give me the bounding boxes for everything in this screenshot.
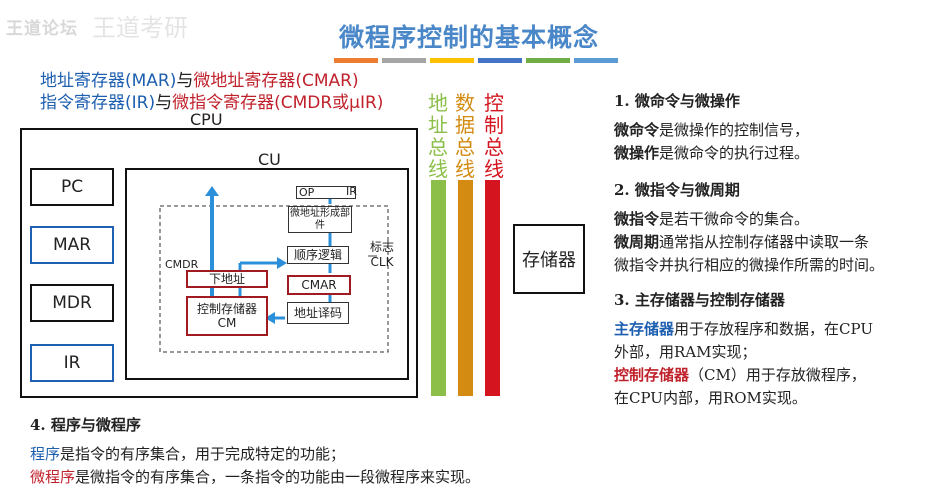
cmar-register: CMAR xyxy=(287,275,351,295)
arrow-head xyxy=(265,312,275,324)
cpu-label: CPU xyxy=(190,110,223,129)
arrow-head xyxy=(277,257,287,269)
mapping-line-1: 地址寄存器(MAR)与微地址寄存器(CMAR) xyxy=(40,70,383,92)
clk-label: CLK xyxy=(370,255,394,269)
title-accent-bars xyxy=(334,58,618,63)
text-fragment: 是微操作的控制信号， xyxy=(659,121,810,139)
right-explanation-panel: 1. 微命令与微操作 微命令是微操作的控制信号， 微操作是微命令的执行过程。 2… xyxy=(614,90,934,410)
term-main-memory: 主存储器 xyxy=(614,320,675,338)
section-1-line-2: 微操作是微命令的执行过程。 xyxy=(614,142,934,165)
section-2-line-2: 微周期通常指从控制存储器中读取一条 xyxy=(614,231,934,254)
text-fragment: 是微指令的有序集合，一条指令的功能由一段微程序来实现。 xyxy=(75,468,481,486)
control-bus-label: 控制总线 xyxy=(484,91,504,181)
section-2-line-3: 微指令并执行相应的微操作所需的时间。 xyxy=(614,256,885,274)
watermark-calligraphy: 王道考研 xyxy=(92,14,188,42)
text-fragment: 是若干微命令的集合。 xyxy=(659,210,810,228)
flag-clk-inputs: 标志 CLK xyxy=(370,240,394,270)
address-decoder: 地址译码 xyxy=(287,302,349,324)
data-bus xyxy=(458,180,473,396)
term-control-store: 控制存储器 xyxy=(614,366,690,384)
section-4-title: 4. 程序与微程序 xyxy=(30,416,141,434)
data-bus-label: 数据总线 xyxy=(455,91,475,181)
section-2-title: 2. 微指令与微周期 xyxy=(614,181,740,199)
mapping-and: 与 xyxy=(176,71,194,91)
control-bus xyxy=(485,180,500,396)
address-bus-label: 地址总线 xyxy=(428,91,448,181)
bottom-explanation: 4. 程序与微程序 程序是指令的有序集合，用于完成特定的功能； 微程序是微指令的… xyxy=(30,414,630,489)
section-3-line-2: 外部，用RAM实现； xyxy=(614,343,757,361)
op-label: OP xyxy=(299,185,315,199)
section-2-line-1: 微指令是若干微命令的集合。 xyxy=(614,208,934,231)
micro-address-unit: 微地址形成部件 xyxy=(288,206,352,233)
section-3-title: 3. 主存储器与控制存储器 xyxy=(614,291,785,309)
mapping-mar: 地址寄存器(MAR) xyxy=(40,71,177,91)
ir-op-field: OP xyxy=(296,186,356,199)
section-4-line-2: 微程序是微指令的有序集合，一条指令的功能由一段微程序来实现。 xyxy=(30,466,630,489)
next-address-field: 下地址 xyxy=(186,270,268,288)
mapping-cmar: 微地址寄存器(CMAR) xyxy=(193,71,359,91)
term-micro-operation: 微操作 xyxy=(614,144,660,162)
accent-bar xyxy=(430,58,474,63)
mapping-and: 与 xyxy=(155,93,173,113)
watermark-logo: 王道论坛 xyxy=(6,19,78,39)
mapping-cmdr: 微指令寄存器(CMDR或μIR) xyxy=(172,93,384,113)
text-fragment: 是微命令的执行过程。 xyxy=(659,144,810,162)
accent-bar xyxy=(334,58,378,63)
arrow-head xyxy=(205,186,219,196)
microcontrol-boundary xyxy=(159,205,389,353)
section-3-line-4: 在CPU内部，用ROM实现。 xyxy=(614,389,807,407)
sequence-logic: 顺序逻辑 xyxy=(287,246,349,264)
text-fragment: 是指令的有序集合，用于完成特定的功能； xyxy=(60,445,346,463)
accent-bar xyxy=(574,58,618,63)
term-micro-cycle: 微周期 xyxy=(614,233,660,251)
term-micro-command: 微命令 xyxy=(614,121,660,139)
section-1-line-1: 微命令是微操作的控制信号， xyxy=(614,119,934,142)
text-fragment: 用于存放程序和数据，在CPU xyxy=(674,320,873,338)
register-ir: IR xyxy=(30,344,114,382)
register-mapping: 地址寄存器(MAR)与微地址寄存器(CMAR) 指令寄存器(IR)与微指令寄存器… xyxy=(40,70,383,114)
main-memory: 存储器 xyxy=(513,224,585,294)
cmdr-label: CMDR xyxy=(165,258,199,271)
register-mdr: MDR xyxy=(30,284,114,322)
ir-label: IR xyxy=(346,185,357,198)
accent-bar xyxy=(382,58,426,63)
term-micro-instruction: 微指令 xyxy=(614,210,660,228)
register-pc: PC xyxy=(30,168,114,206)
flag-label: 标志 xyxy=(370,240,395,254)
mapping-ir: 指令寄存器(IR) xyxy=(40,93,156,113)
section-3-line-1: 主存储器用于存放程序和数据，在CPU xyxy=(614,318,934,341)
cu-label: CU xyxy=(258,150,281,169)
page-title: 微程序控制的基本概念 xyxy=(338,23,599,52)
accent-bar xyxy=(526,58,570,63)
accent-bar xyxy=(478,58,522,63)
term-microprogram: 微程序 xyxy=(30,468,76,486)
address-bus xyxy=(431,180,446,396)
section-3-line-3: 控制存储器（CM）用于存放微程序， xyxy=(614,364,934,387)
text-fragment: 通常指从控制存储器中读取一条 xyxy=(659,233,870,251)
register-mar: MAR xyxy=(30,226,114,264)
section-4-line-1: 程序是指令的有序集合，用于完成特定的功能； xyxy=(30,443,630,466)
control-store: 控制存储器CM xyxy=(186,296,268,336)
section-1-title: 1. 微命令与微操作 xyxy=(614,92,740,110)
mapping-line-2: 指令寄存器(IR)与微指令寄存器(CMDR或μIR) xyxy=(40,92,383,114)
term-program: 程序 xyxy=(30,445,61,463)
text-fragment: （CM）用于存放微程序， xyxy=(689,366,866,384)
